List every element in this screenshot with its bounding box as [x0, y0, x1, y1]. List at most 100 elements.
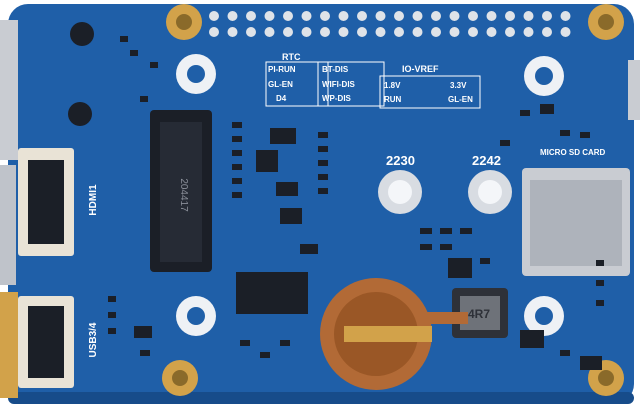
gpio-pad: [505, 27, 515, 37]
gpio-pad: [227, 11, 238, 21]
smd-components: [108, 36, 604, 370]
smd-part: [260, 352, 270, 358]
gpio-pad: [283, 11, 293, 21]
gpio-pad: [264, 11, 275, 21]
gpio-pad: [264, 27, 275, 37]
smd-part: [108, 312, 116, 318]
label-1v8: 1.8V: [384, 81, 401, 90]
smd-part: [108, 328, 116, 334]
gpio-pad: [431, 27, 441, 37]
smd-part: [596, 280, 604, 286]
gpio-pad: [468, 11, 478, 21]
smd-part: [480, 258, 490, 264]
standoff-left-bottom: [176, 296, 216, 336]
soic-chip: [236, 272, 308, 314]
gpio-pad: [283, 27, 293, 37]
gpio-pad: [523, 27, 534, 37]
smd-part: [460, 228, 472, 234]
label-gl-en-right: GL-EN: [448, 95, 473, 104]
jumper-box-left: [265, 61, 329, 107]
smd-part: [596, 260, 604, 266]
gpio-pad: [449, 11, 460, 21]
smd-part: [270, 128, 296, 144]
smd-part: [232, 164, 242, 170]
smd-part: [276, 182, 298, 196]
gpio-pad: [560, 11, 571, 21]
smd-part: [130, 50, 138, 56]
smd-part: [300, 244, 318, 254]
gpio-header: [209, 11, 571, 37]
smd-part: [318, 174, 328, 180]
left-connector-bottom: [0, 292, 18, 398]
smd-part: [560, 130, 570, 136]
gpio-pad: [246, 27, 256, 37]
coin-cell-holder: [320, 278, 468, 390]
pcb-shadow-edge: [8, 392, 634, 404]
sd-card-slot-inner: [530, 180, 622, 266]
smd-part: [580, 356, 602, 370]
m2-mount-2230: [378, 170, 422, 214]
smd-part: [318, 146, 328, 152]
gpio-pad: [486, 11, 497, 21]
gpio-pad: [320, 27, 330, 37]
gpio-pad: [394, 11, 404, 21]
smd-part: [140, 350, 150, 356]
smd-part: [520, 110, 530, 116]
smd-part: [318, 160, 328, 166]
m2-slot-text: 204417: [178, 178, 189, 212]
gpio-pad: [486, 27, 497, 37]
label-gl-en-left: GL-EN: [268, 80, 293, 89]
smd-part: [256, 150, 278, 172]
label-rtc: RTC: [282, 52, 301, 62]
left-connector-top: [0, 20, 18, 160]
label-pi-run: PI-RUN: [268, 65, 296, 74]
gpio-pad: [357, 27, 367, 37]
smd-part: [232, 192, 242, 198]
gpio-pad: [560, 27, 571, 37]
smd-part: [280, 208, 302, 224]
smd-part: [596, 300, 604, 306]
jumper-box-right: [379, 75, 481, 109]
label-micro-sd: MICRO SD CARD: [540, 148, 606, 157]
smd-part: [500, 140, 510, 146]
gpio-pad: [246, 11, 256, 21]
smd-part: [448, 258, 472, 278]
smd-part: [150, 62, 158, 68]
smd-part: [120, 36, 128, 42]
smd-part: [560, 350, 570, 356]
label-2230: 2230: [386, 153, 415, 168]
gpio-pad: [320, 11, 330, 21]
ic-round-2: [68, 102, 92, 126]
standoff-right-top: [524, 56, 564, 96]
m2-mount-2242: [468, 170, 512, 214]
gpio-pad: [412, 27, 423, 37]
smd-part: [232, 136, 242, 142]
label-wifi-dis: WIFI-DIS: [322, 80, 356, 89]
smd-part: [108, 296, 116, 302]
smd-part: [232, 150, 242, 156]
gpio-pad: [227, 27, 238, 37]
label-run: RUN: [384, 95, 402, 104]
standoff-left-top: [176, 54, 216, 94]
gpio-pad: [394, 27, 404, 37]
label-3v3: 3.3V: [450, 81, 467, 90]
gpio-pad: [542, 27, 552, 37]
gpio-pad: [505, 11, 515, 21]
gpio-pad: [357, 11, 367, 21]
smd-part: [440, 228, 452, 234]
ic-round-1: [70, 22, 94, 46]
gpio-pad: [431, 11, 441, 21]
gpio-pad: [523, 11, 534, 21]
smd-part: [240, 340, 250, 346]
smd-part: [318, 188, 328, 194]
smd-part: [580, 132, 590, 138]
hdmi-connector-slot: [28, 160, 64, 244]
smd-part: [420, 244, 432, 250]
label-d4: D4: [276, 94, 287, 103]
gpio-pad: [375, 11, 386, 21]
mounting-hole-top-left: [166, 4, 202, 40]
jumper-box-mid: [317, 61, 385, 107]
mounting-hole-bottom-left: [162, 360, 198, 396]
right-connector: [628, 60, 640, 120]
smd-part: [140, 96, 148, 102]
